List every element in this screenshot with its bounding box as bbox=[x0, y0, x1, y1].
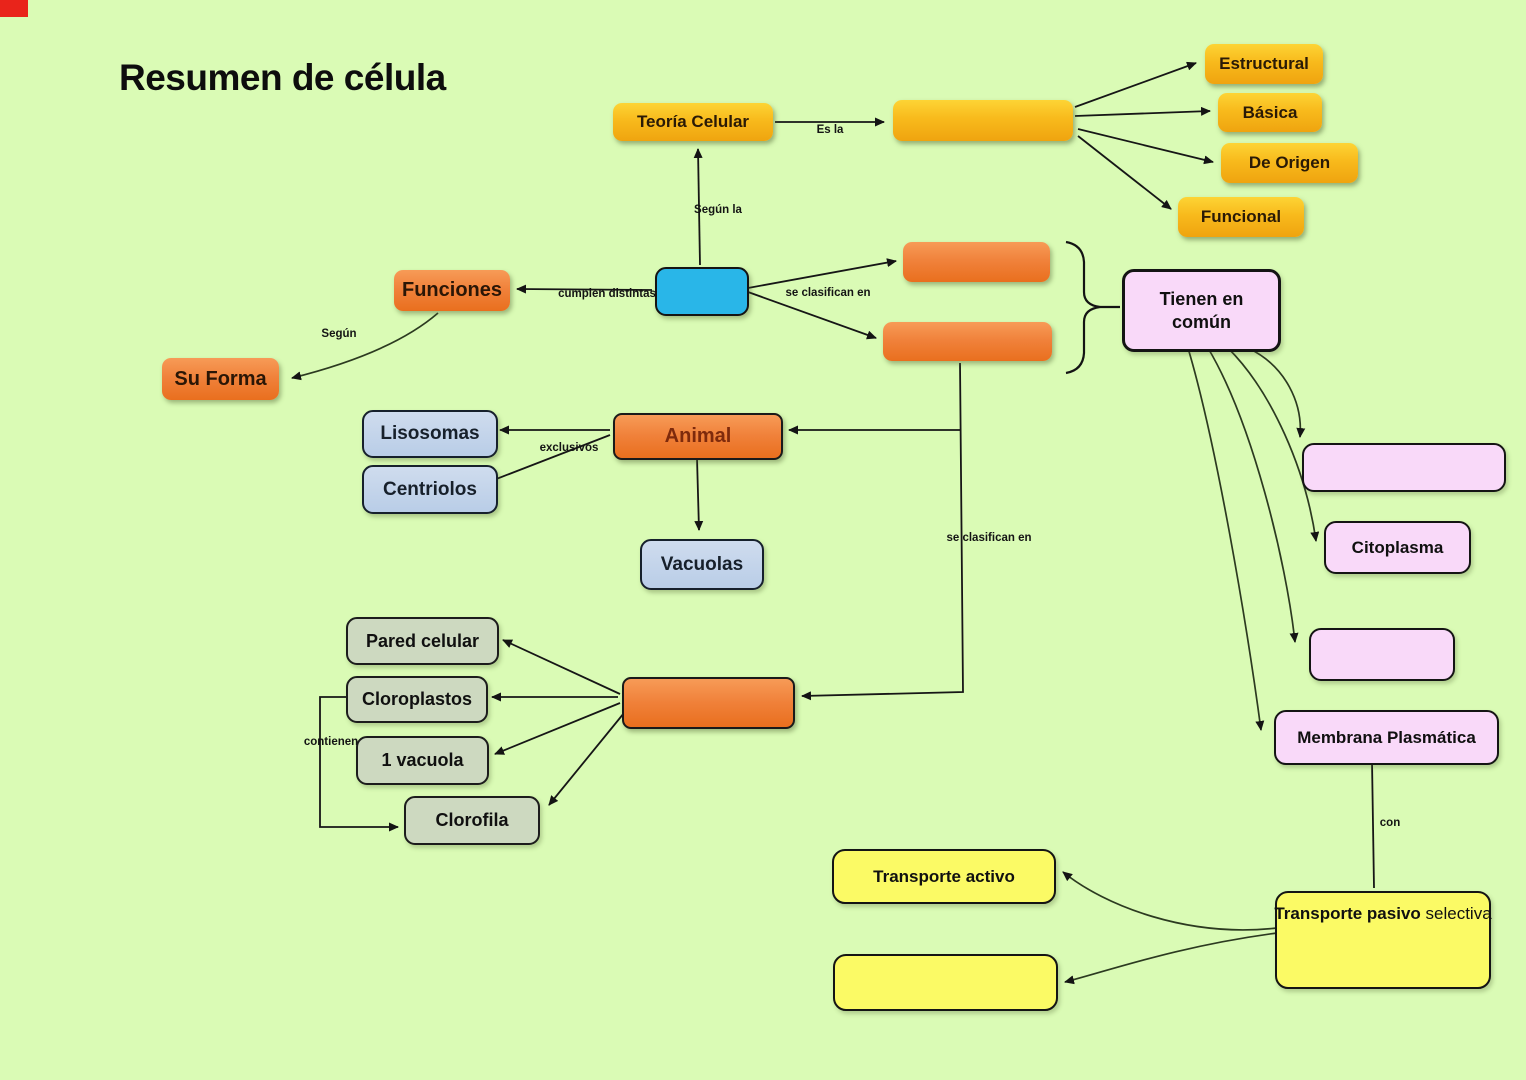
node-teoria-celular[interactable]: Teoría Celular bbox=[613, 103, 773, 141]
corner-red-mark bbox=[0, 0, 28, 17]
node-una-vacuola[interactable]: 1 vacuola bbox=[356, 736, 489, 785]
node-funciones[interactable]: Funciones bbox=[394, 270, 510, 311]
node-vacuolas[interactable]: Vacuolas bbox=[640, 539, 764, 590]
node-orange-empty-2[interactable] bbox=[883, 322, 1052, 361]
node-membrana-plasmatica[interactable]: Membrana Plasmática bbox=[1274, 710, 1499, 765]
node-cloroplastos[interactable]: Cloroplastos bbox=[346, 676, 488, 723]
node-estructural[interactable]: Estructural bbox=[1205, 44, 1323, 84]
node-transporte-activo[interactable]: Transporte activo bbox=[832, 849, 1056, 904]
brace bbox=[1065, 240, 1120, 375]
node-gold-empty-main[interactable] bbox=[893, 100, 1073, 141]
node-funcional[interactable]: Funcional bbox=[1178, 197, 1304, 237]
page-title: Resumen de célula bbox=[119, 57, 446, 98]
edge-label-se-clasifican-1: se clasifican en bbox=[785, 287, 871, 299]
edge-label-segun: Según bbox=[321, 328, 357, 340]
node-lisosomas[interactable]: Lisosomas bbox=[362, 410, 498, 458]
node-de-origen[interactable]: De Origen bbox=[1221, 143, 1358, 183]
node-pink-empty-1[interactable] bbox=[1302, 443, 1506, 492]
edge-label-cumplen-distintas: cumplen distintas bbox=[558, 288, 656, 300]
node-pared-celular[interactable]: Pared celular bbox=[346, 617, 499, 665]
node-orange-empty-3[interactable] bbox=[622, 677, 795, 729]
edge-label-se-clasifican-2: se clasifican en bbox=[946, 532, 1032, 544]
node-celula-blue[interactable] bbox=[655, 267, 749, 316]
node-citoplasma[interactable]: Citoplasma bbox=[1324, 521, 1471, 574]
node-orange-empty-1[interactable] bbox=[903, 242, 1050, 282]
node-pink-empty-2[interactable] bbox=[1309, 628, 1455, 681]
node-animal[interactable]: Animal bbox=[613, 413, 783, 460]
edge-label-exclusivos: exclusivos bbox=[539, 442, 599, 454]
edge-label-segun-la: Según la bbox=[694, 204, 742, 216]
node-clorofila[interactable]: Clorofila bbox=[404, 796, 540, 845]
node-transporte-pasivo[interactable]: Transporte pasivo selectiva bbox=[1274, 891, 1492, 989]
edge-label-es-la: Es la bbox=[816, 124, 844, 136]
edge-label-con: con bbox=[1379, 817, 1401, 829]
node-centriolos[interactable]: Centriolos bbox=[362, 465, 498, 514]
node-su-forma[interactable]: Su Forma bbox=[162, 358, 279, 400]
node-basica[interactable]: Básica bbox=[1218, 93, 1322, 132]
edge-label-contienen: contienen bbox=[303, 736, 359, 748]
node-yellow-empty[interactable] bbox=[833, 954, 1058, 1011]
